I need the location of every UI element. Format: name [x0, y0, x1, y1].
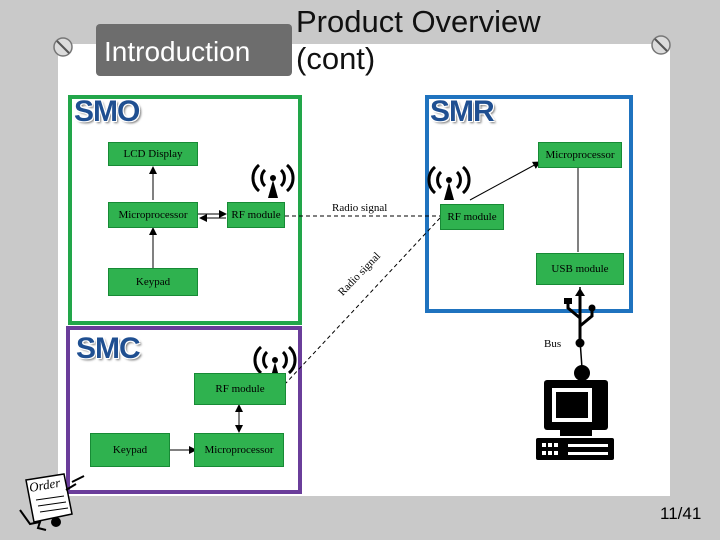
smr-rf-module-box: RF module: [440, 204, 504, 230]
smc-keypad-box: Keypad: [90, 433, 170, 467]
smo-lcd-display-box: LCD Display: [108, 142, 198, 166]
smr-frame: [425, 95, 633, 313]
smo-keypad-box: Keypad: [108, 268, 198, 296]
smo-rf-module-box: RF module: [227, 202, 285, 228]
antenna-icon: [251, 163, 295, 198]
pushpin-icon: [53, 37, 73, 57]
svg-text:Order: Order: [28, 475, 62, 495]
radio-signal-label-top: Radio signal: [332, 202, 388, 214]
smc-microprocessor-box: Microprocessor: [194, 433, 284, 467]
smo-microprocessor-box: Microprocessor: [108, 202, 198, 228]
antenna-icon: [427, 165, 471, 200]
smc-microprocessor-label: Microprocessor: [204, 444, 274, 456]
smo-lcd-display-label: LCD Display: [123, 148, 183, 160]
radio-link-smr-smc: [285, 217, 441, 384]
smr-usb-module-box: USB module: [536, 253, 624, 285]
arrow-rf-to-micro-smr: [469, 161, 541, 201]
antenna-icon: [253, 345, 297, 380]
title-banner: [96, 24, 292, 76]
title-cont: (cont): [296, 41, 376, 76]
smr-microprocessor-label: Microprocessor: [545, 149, 615, 161]
section-label-smo: SMO: [74, 95, 140, 128]
order-clipart-icon: Order: [19, 473, 85, 531]
pushpin-icon: [651, 35, 671, 55]
smr-usb-module-label: USB module: [551, 263, 609, 275]
section-label-smc: SMC: [76, 332, 141, 365]
smc-keypad-label: Keypad: [112, 444, 148, 456]
smc-rf-module-box: RF module: [194, 373, 286, 405]
smo-microprocessor-label: Microprocessor: [118, 209, 188, 221]
smo-rf-module-label: RF module: [231, 209, 281, 221]
page-number: 11/41: [660, 504, 702, 523]
title-product-overview: Product Overview: [296, 4, 541, 39]
smc-frame: [66, 326, 302, 494]
smo-keypad-label: Keypad: [135, 276, 171, 288]
bus-label: Bus: [544, 338, 562, 350]
smr-rf-module-label: RF module: [447, 211, 497, 223]
smo-frame: [68, 95, 302, 325]
section-label-smr: SMR: [430, 95, 495, 128]
smc-rf-module-label: RF module: [215, 383, 265, 395]
title-introduction: Introduction: [104, 36, 251, 67]
computer-icon: [536, 365, 614, 460]
smr-microprocessor-box: Microprocessor: [538, 142, 622, 168]
usb-icon: [564, 288, 596, 348]
